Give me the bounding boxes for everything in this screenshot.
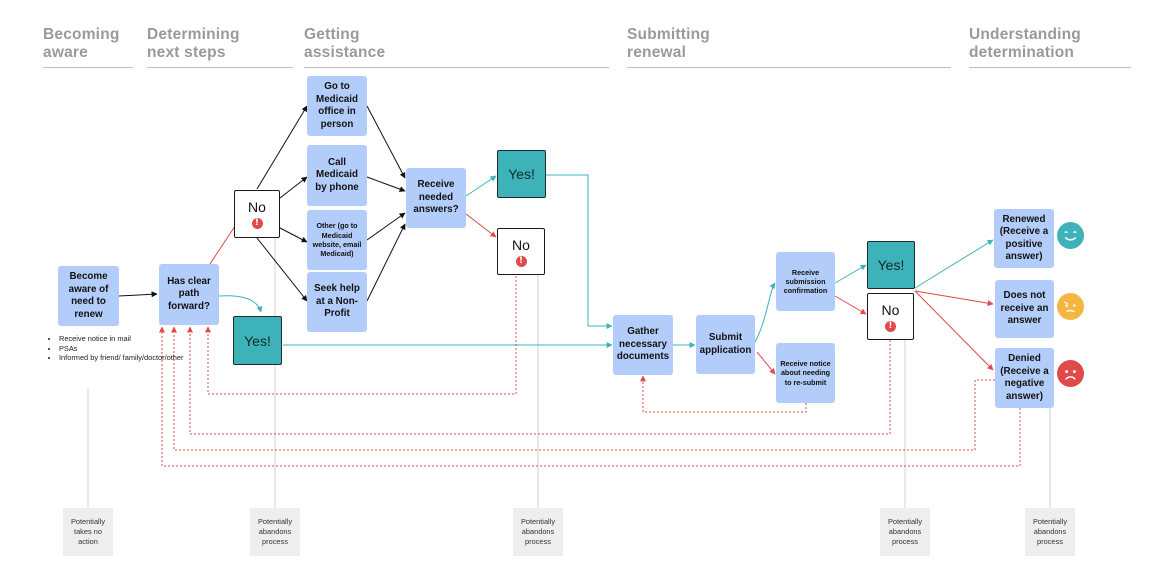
phase-divider: [147, 67, 293, 68]
step-submit-application: Submit application: [696, 315, 755, 374]
phase-divider: [969, 67, 1131, 68]
phase-getting-assistance: Getting assistance: [304, 26, 386, 61]
loop-no-answer-to-path: [171, 326, 995, 451]
outcome-denied: Denied (Receive a negative answer): [995, 348, 1054, 408]
decision-yes: Yes!: [233, 316, 282, 365]
step-other-channel: Other (go to Medicaid website, email Med…: [307, 210, 367, 270]
alert-icon: !: [251, 218, 263, 229]
pain-point-abandons: Potentially abandons process: [1025, 508, 1075, 556]
phase-divider: [43, 67, 133, 68]
outcome-no-answer: Does not receive an answer: [995, 280, 1054, 338]
arrow-yes-to-denied: [914, 290, 994, 371]
step-seek-help-nonprofit: Seek help at a Non-Profit: [307, 272, 367, 332]
arrow-answers-to-no: [465, 213, 497, 238]
decision-no-label: No: [512, 236, 530, 253]
phase-becoming-aware: Becoming aware: [43, 26, 120, 61]
pain-point-abandons: Potentially abandons process: [250, 508, 300, 556]
neutral-face-icon: [1057, 293, 1084, 320]
awareness-source: PSAs: [59, 344, 184, 354]
pain-point-drop-lines: [87, 238, 1051, 508]
arrow-confirmation-to-yes: [834, 264, 867, 284]
step-gather-documents: Gather necessary documents: [613, 315, 673, 375]
loop-resubmit-to-gather: [640, 375, 807, 413]
decision-no: No !: [234, 190, 280, 238]
step-receive-answers: Receive needed answers?: [406, 168, 466, 228]
arrow-yes-to-renewed: [914, 239, 994, 289]
decision-no-label: No: [248, 199, 266, 215]
phase-determining-next-steps: Determining next steps: [147, 26, 240, 61]
decision-no: No !: [497, 228, 545, 275]
step-receive-resubmit-notice: Receive notice about needing to re-submi…: [776, 343, 835, 403]
awareness-source: Informed by friend/ family/doctor/other: [59, 353, 184, 363]
arrow-submit-to-resubmit: [756, 351, 776, 375]
step-has-clear-path: Has clear path forward?: [159, 264, 219, 325]
awareness-sources-list: Receive notice in mail PSAs Informed by …: [51, 334, 184, 363]
sad-face-icon: [1057, 360, 1084, 387]
arrow-office-to-answers: [366, 105, 406, 179]
step-call-medicaid: Call Medicaid by phone: [307, 145, 367, 206]
decision-no-label: No: [881, 301, 900, 318]
pain-point-abandons: Potentially abandons process: [880, 508, 930, 556]
arrow-other-to-answers: [366, 212, 406, 241]
loop-denied-to-path: [159, 326, 1021, 467]
alert-icon: !: [515, 255, 527, 267]
alert-icon: !: [885, 320, 896, 332]
phase-submitting-renewal: Submitting renewal: [627, 26, 710, 61]
outcome-renewed: Renewed (Receive a positive answer): [994, 209, 1054, 268]
awareness-source: Receive notice in mail: [59, 334, 184, 344]
step-become-aware: Become aware of need to renew: [58, 266, 119, 326]
phase-understanding-determination: Understanding determination: [969, 26, 1081, 61]
phase-divider: [304, 67, 609, 68]
arrow-no-to-call: [279, 176, 308, 199]
arrow-call-to-answers: [366, 176, 406, 192]
decision-yes: Yes!: [497, 150, 546, 198]
loop-submission-no-to-path: [187, 326, 891, 435]
happy-face-icon: [1057, 222, 1084, 249]
arrow-yes-to-no-answer: [914, 290, 994, 307]
step-go-to-office: Go to Medicaid office in person: [307, 76, 367, 136]
arrow-no-to-nonprofit: [256, 237, 308, 302]
arrow-submit-to-confirmation: [754, 282, 776, 343]
arrow-no-to-office: [256, 105, 308, 190]
pain-point-no-action: Potentially takes no action: [63, 508, 113, 556]
decision-no: No !: [867, 293, 914, 340]
phase-divider: [627, 67, 951, 68]
arrow-nonprofit-to-answers: [366, 223, 406, 302]
arrow-path-to-yes: [218, 295, 263, 313]
arrow-confirmation-to-no: [834, 295, 867, 315]
pain-point-abandons: Potentially abandons process: [513, 508, 563, 556]
decision-yes: Yes!: [867, 241, 915, 289]
loop-answers-no-to-path: [205, 276, 517, 395]
arrow-yes-to-gather-docs: [546, 174, 613, 329]
arrow-no-to-other: [279, 227, 308, 243]
arrow-aware-to-path: [118, 291, 158, 298]
step-receive-confirmation: Receive submission confirmation: [776, 252, 835, 311]
arrow-answers-to-yes: [465, 175, 497, 197]
